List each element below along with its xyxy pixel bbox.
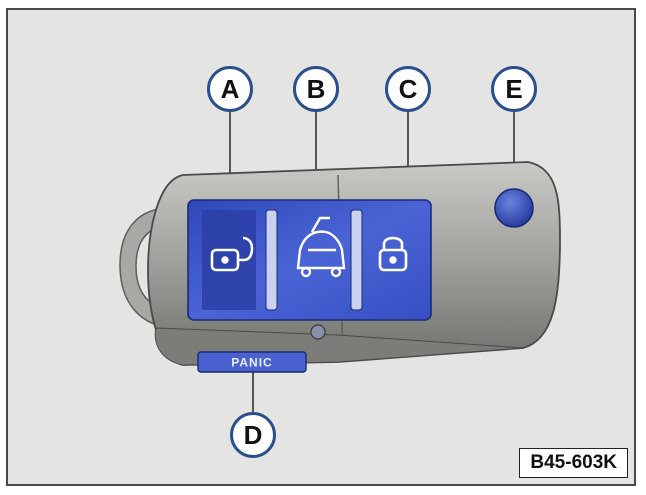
unlock-icon (210, 236, 254, 272)
separator-right (350, 209, 363, 311)
callout-a: A (207, 66, 253, 112)
key-fob-illustration: PANIC (119, 112, 561, 412)
callout-e: E (491, 66, 537, 112)
key-fob-figure: PANIC A B C E D B45-603K (6, 8, 636, 486)
figure-code-label: B45-603K (519, 448, 628, 478)
key-release-button (494, 188, 534, 228)
red-led-dot (310, 324, 326, 340)
callout-d: D (230, 412, 276, 458)
panic-button: PANIC (197, 351, 307, 373)
callout-b: B (293, 66, 339, 112)
button-separators (265, 209, 363, 311)
panic-button-label: PANIC (231, 356, 272, 370)
separator-left (265, 209, 278, 311)
callout-c: C (385, 66, 431, 112)
lock-icon (378, 236, 408, 272)
trunk-icon (296, 216, 346, 278)
